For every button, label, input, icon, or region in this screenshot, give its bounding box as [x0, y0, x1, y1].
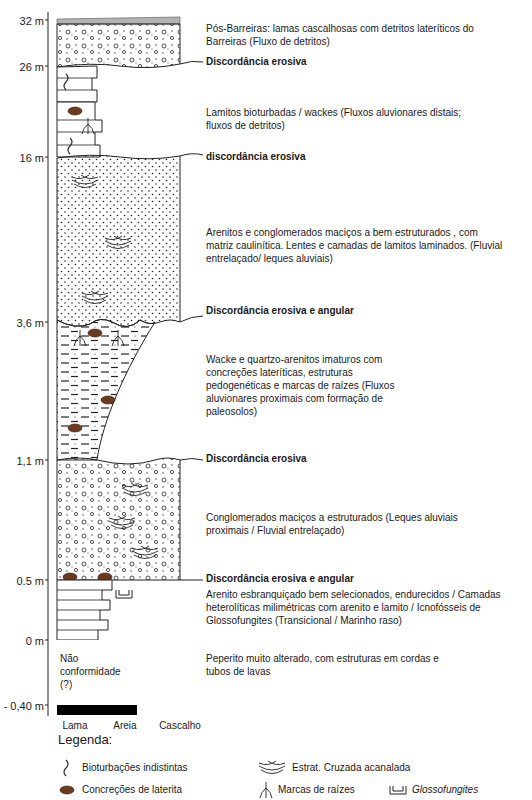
legend-text: Marcas de raízes	[278, 783, 388, 796]
unit-description: Wacke e quartzo-arenitos imaturos com co…	[206, 353, 406, 418]
unit-description: Pós-Barreiras: lamas cascalhosas com det…	[206, 22, 506, 48]
grain-size-label: Lama	[55, 719, 95, 732]
depth-mark: - 0,40 m	[0, 699, 44, 713]
legend-text: Concreções de laterita	[82, 783, 252, 796]
depth-mark: 0.5 m	[0, 574, 44, 588]
unconformity-label: Discordância erosiva	[206, 55, 506, 68]
grain-size-label: Areia	[105, 719, 145, 732]
legend-text: Bioturbações indistintas	[82, 761, 252, 774]
depth-mark: 16 m	[0, 151, 44, 165]
unit-description: Peperito muito alterado, com estruturas …	[206, 652, 466, 678]
legend-text: Glossofungites	[412, 783, 522, 796]
grain-size-label: Cascalho	[150, 719, 210, 732]
unit-description: Conglomerados maciços a estruturados (Le…	[206, 511, 476, 537]
unit-description: Arenitos e conglomerados maciços a bem e…	[206, 226, 506, 265]
depth-mark: 1,1 m	[0, 454, 44, 468]
depth-mark: 32 m	[0, 14, 44, 28]
legend-title: Legenda:	[58, 732, 178, 749]
unconformity-label: discordância erosiva	[206, 150, 506, 163]
depth-mark: 0 m	[0, 634, 44, 648]
unconformity-note: Não conformidade (?)	[60, 652, 134, 691]
unconformity-label: Discordância erosiva	[206, 452, 506, 465]
unconformity-label: Discordância erosiva e angular	[206, 304, 506, 317]
depth-mark: 3,6 m	[0, 316, 44, 330]
depth-mark: 26 m	[0, 60, 44, 74]
unconformity-label: Discordância erosiva e angular	[206, 572, 506, 585]
unit-description: Lamitos bioturbadas / wackes (Fluxos alu…	[206, 106, 476, 132]
legend-text: Estrat. Cruzada acanalada	[292, 761, 492, 774]
unit-description: Arenito esbranquiçado bem selecionados, …	[206, 588, 524, 627]
